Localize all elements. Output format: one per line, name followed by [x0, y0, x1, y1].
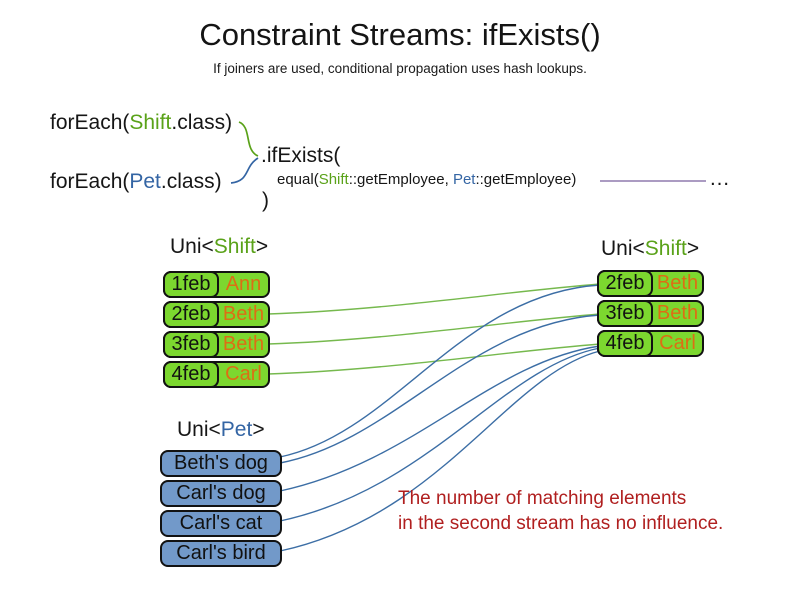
wire-bethsdog-2feb — [279, 284, 601, 458]
code-text: .class) — [171, 111, 233, 134]
annotation-line: The number of matching elements — [398, 488, 687, 509]
annotation-note: The number of matching elements in the s… — [398, 486, 723, 536]
code-foreach-shift: forEach(Shift.class) — [50, 111, 232, 135]
code-text: forEach( — [50, 111, 130, 134]
employee-cell: Ann — [225, 273, 262, 295]
page-title: Constraint Streams: ifExists() — [199, 17, 601, 52]
date-cell: 1feb — [163, 271, 219, 298]
wire-bethsdog-3feb — [279, 314, 601, 464]
right-shift-stream-label: Uni<Shift> — [601, 237, 699, 261]
pet-class-token: Pet — [129, 170, 161, 193]
label-text: Uni< — [170, 235, 214, 258]
code-foreach-pet: forEach(Pet.class) — [50, 170, 222, 194]
label-text: Uni< — [177, 418, 221, 441]
wire-carlsdog-4feb — [279, 345, 601, 492]
date-cell: 2feb — [163, 301, 219, 328]
code-ifexists: .ifExists( — [261, 144, 341, 167]
slide-subtitle: If joiners are used, conditional propaga… — [213, 61, 587, 76]
shift-type-token: Shift — [644, 237, 687, 260]
wire-carlscat-4feb — [279, 347, 601, 522]
pet-class-token: Pet — [452, 171, 476, 188]
wire-shift-4feb — [267, 343, 601, 375]
date-cell: 2feb — [597, 270, 653, 297]
employee-cell: Beth — [222, 333, 265, 355]
table-row: 4feb Carl — [163, 361, 270, 388]
left-shift-stream-label: Uni<Shift> — [170, 235, 268, 259]
list-item: Carl's cat — [160, 510, 282, 537]
shift-class-token: Shift — [318, 171, 349, 188]
code-text: equal( — [277, 171, 319, 188]
code-text: ::getEmployee) — [475, 171, 577, 188]
code-text: .class) — [160, 170, 222, 193]
code-close-paren: ) — [262, 189, 269, 212]
code-equal-joiner: equal(Shift::getEmployee, Pet::getEmploy… — [277, 171, 576, 188]
table-row: 4feb Carl — [597, 330, 704, 357]
wire-carlsbird-4feb — [279, 350, 601, 552]
annotation-line: in the second stream has no influence. — [398, 513, 724, 534]
code-text: forEach( — [50, 170, 130, 193]
pet-type-token: Pet — [220, 418, 253, 441]
date-cell: 4feb — [163, 361, 219, 388]
code-ellipsis: … — [709, 167, 730, 190]
date-cell: 3feb — [163, 331, 219, 358]
code-text: ::getEmployee, — [348, 171, 453, 188]
employee-cell: Carl — [225, 363, 262, 385]
label-text: > — [252, 418, 265, 441]
table-row: 2feb Beth — [597, 270, 704, 297]
wire-shift-3feb — [267, 313, 601, 345]
label-text: Uni< — [601, 237, 645, 260]
shift-class-token: Shift — [129, 111, 172, 134]
brace-bottom-blue — [230, 157, 259, 184]
pet-stream-label: Uni<Pet> — [177, 418, 265, 442]
list-item: Beth's dog — [160, 450, 282, 477]
list-item: Carl's dog — [160, 480, 282, 507]
employee-cell: Beth — [656, 302, 699, 324]
shift-type-token: Shift — [213, 235, 256, 258]
wire-shift-2feb — [267, 283, 601, 315]
table-row: 3feb Beth — [597, 300, 704, 327]
brace-top-green — [238, 121, 259, 157]
table-row: 1feb Ann — [163, 271, 270, 298]
label-text: > — [686, 237, 700, 260]
list-item: Carl's bird — [160, 540, 282, 567]
table-row: 3feb Beth — [163, 331, 270, 358]
employee-cell: Carl — [659, 332, 696, 354]
table-row: 2feb Beth — [163, 301, 270, 328]
label-text: > — [255, 235, 269, 258]
date-cell: 4feb — [597, 330, 653, 357]
date-cell: 3feb — [597, 300, 653, 327]
employee-cell: Beth — [222, 303, 265, 325]
employee-cell: Beth — [656, 272, 699, 294]
